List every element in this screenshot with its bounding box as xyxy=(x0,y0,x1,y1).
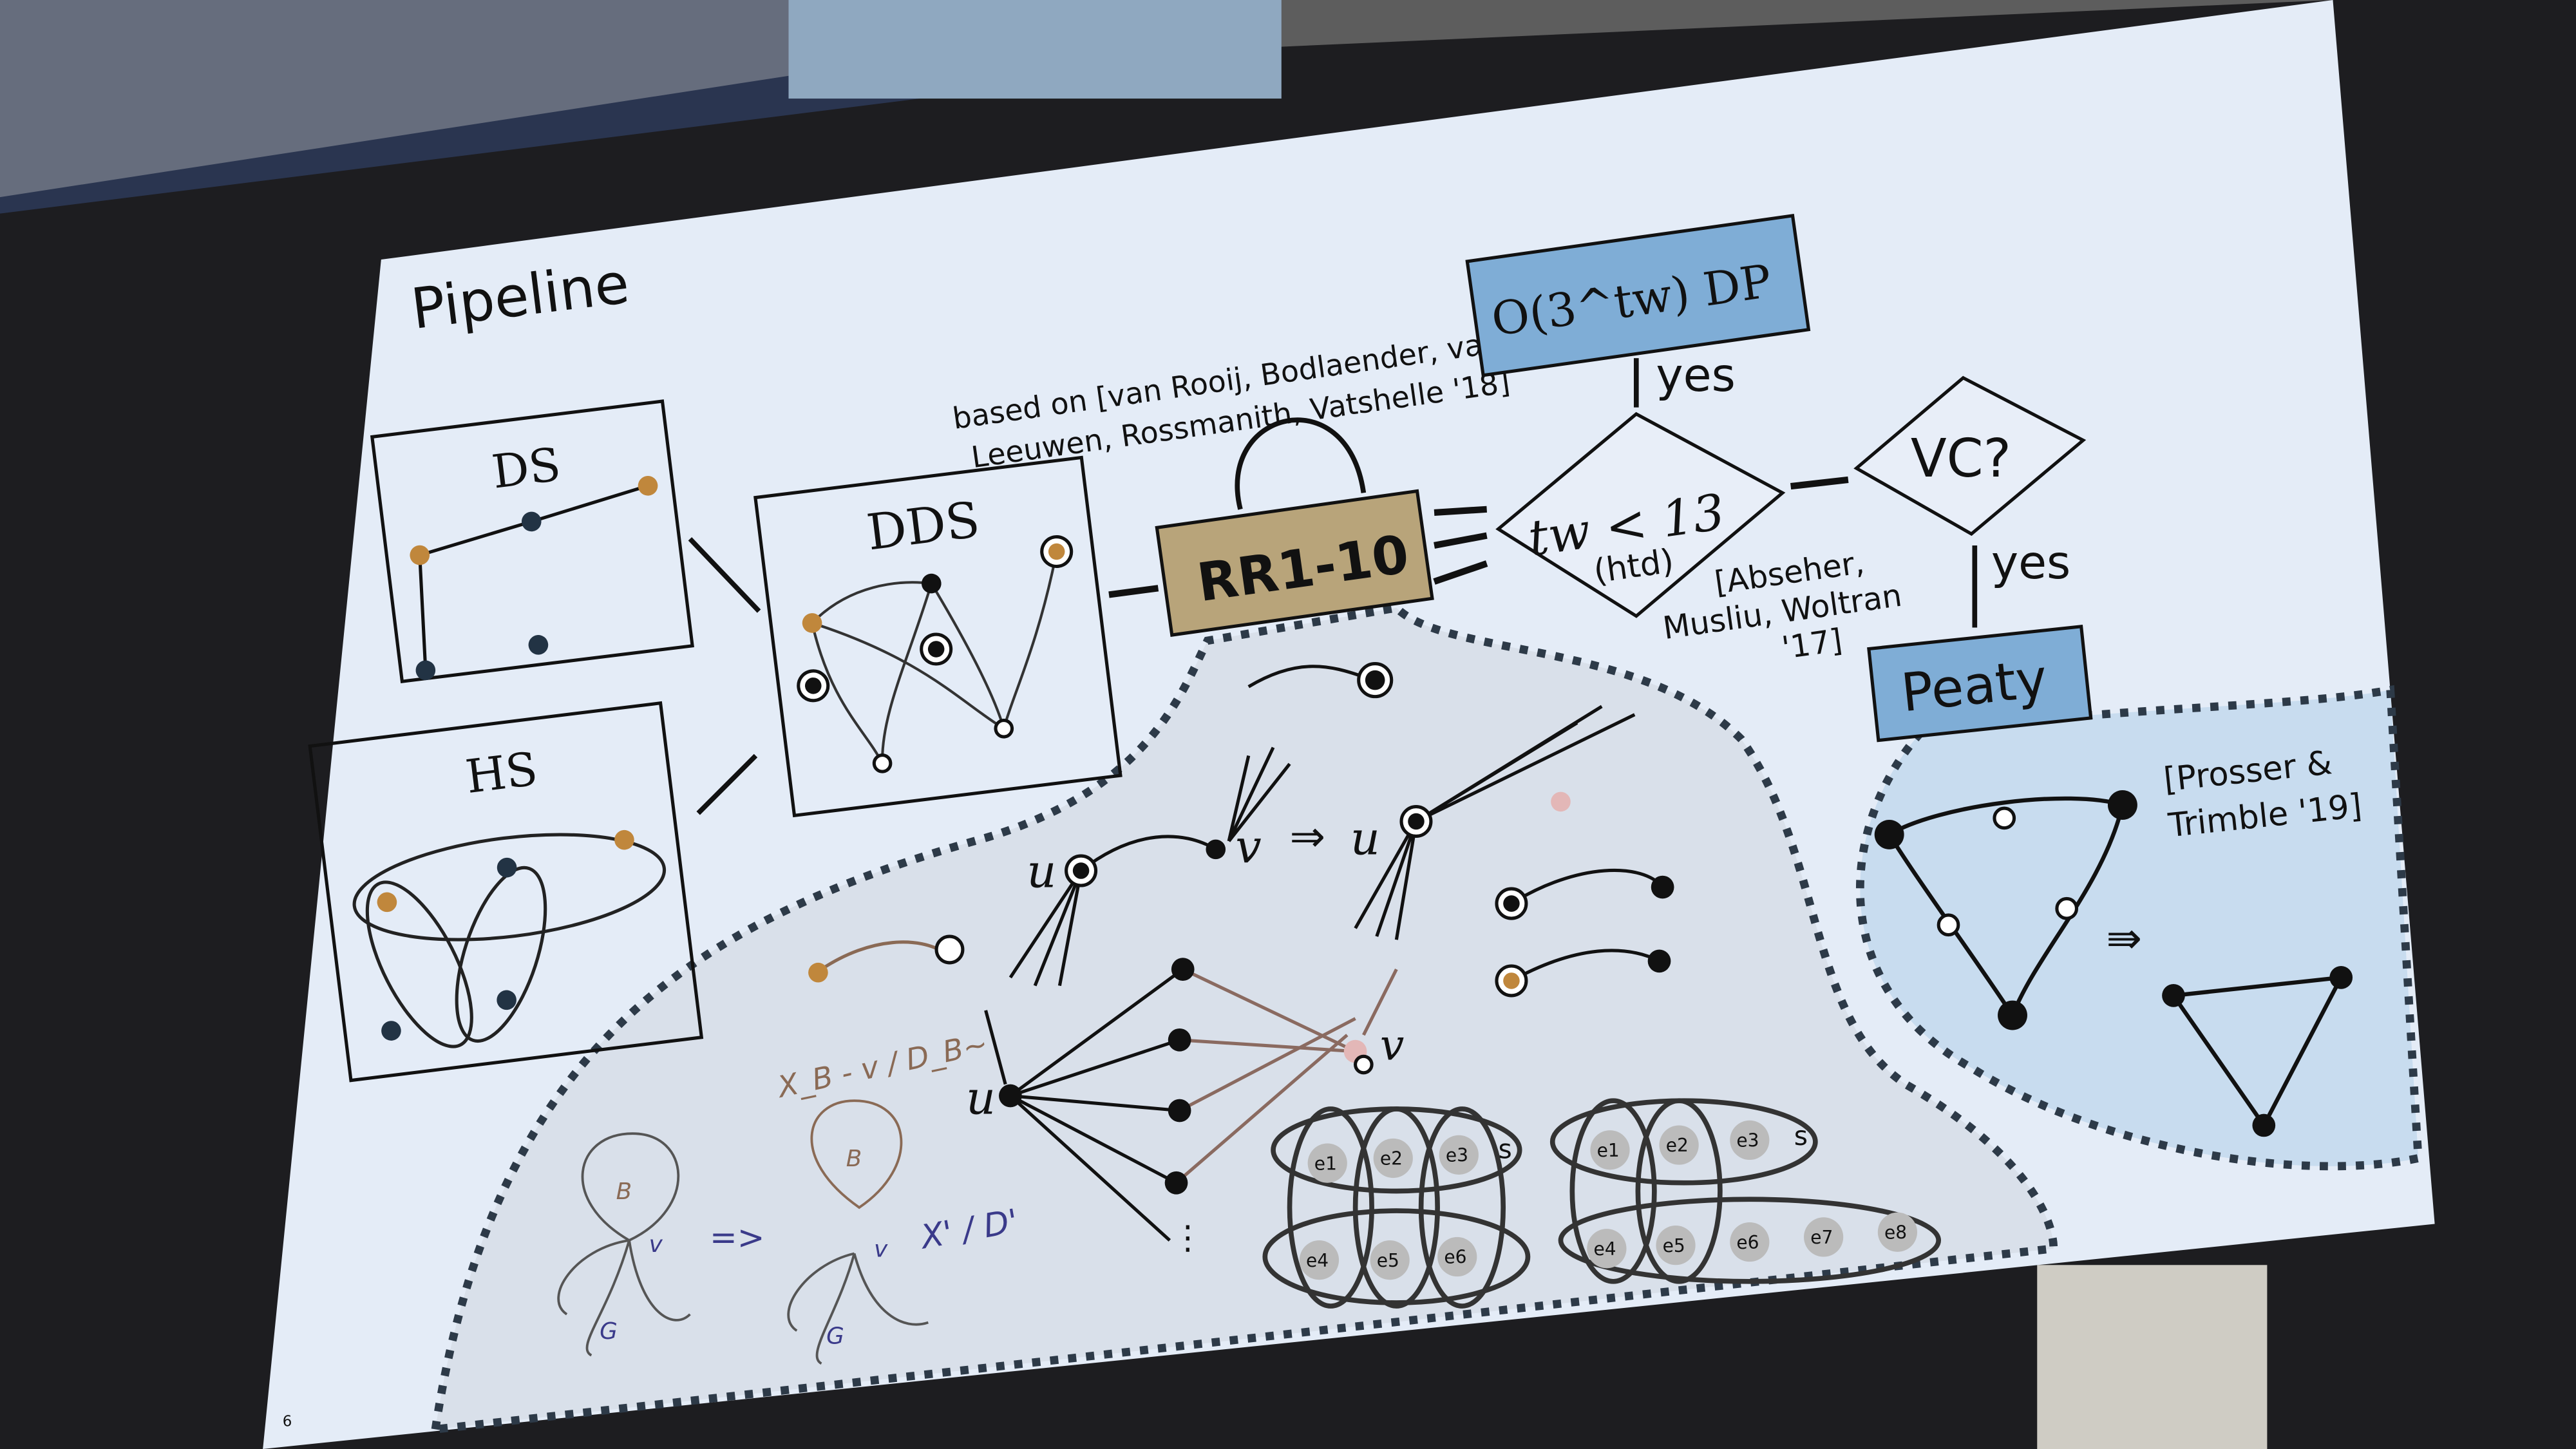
rule-illustrations xyxy=(820,665,1664,1242)
rr-box: RR1-10 xyxy=(1155,489,1434,637)
arrow xyxy=(1790,476,1849,490)
dds-box: DDS xyxy=(753,455,1122,818)
tw-decision xyxy=(1495,412,1786,618)
arrow xyxy=(1108,585,1159,598)
page-number: 6 xyxy=(283,1413,292,1430)
stand xyxy=(2037,1265,2268,1449)
dp-box: O(3^tw) DP xyxy=(1465,214,1811,377)
element-label: e7 xyxy=(1810,1227,1833,1248)
ds-vertex xyxy=(528,635,549,655)
ellipsis: ⋮ xyxy=(1171,1219,1204,1257)
handwritten-v: v xyxy=(874,1236,888,1263)
vertex-u-label: u xyxy=(966,1072,996,1125)
element-label: e3 xyxy=(1446,1145,1468,1166)
element-label: e1 xyxy=(1314,1153,1337,1174)
arrow xyxy=(696,753,758,815)
yes-label: yes xyxy=(1656,348,1735,402)
element-label: e2 xyxy=(1666,1135,1689,1156)
projector xyxy=(788,0,1282,99)
element-label: e6 xyxy=(1444,1247,1466,1268)
element-label: e3 xyxy=(1736,1130,1759,1151)
handwritten-implies: => xyxy=(710,1219,765,1257)
ds-label: DS xyxy=(489,437,563,498)
ceiling-banner xyxy=(0,0,920,214)
ds-vertex xyxy=(638,475,658,496)
vertex-u-label: u xyxy=(1027,845,1056,898)
arrow xyxy=(688,537,761,613)
handwritten-b: B xyxy=(846,1146,862,1172)
handwritten-b: B xyxy=(616,1179,632,1205)
handwritten-g: G xyxy=(600,1318,618,1345)
vc-decision xyxy=(1853,375,2087,536)
hs-label: HS xyxy=(463,742,540,804)
arrows-to-tw xyxy=(1433,506,1488,585)
implies-arrow: ⇛ xyxy=(2106,913,2142,963)
vertex-v-label: v xyxy=(1235,820,1261,873)
element-label: e1 xyxy=(1597,1140,1620,1161)
element-label: e4 xyxy=(1306,1250,1329,1271)
reduction-rules-region xyxy=(430,603,2058,1434)
ds-box: DS xyxy=(370,399,694,684)
peaty-box: Peaty xyxy=(1867,625,2093,743)
vertex-u-label: u xyxy=(1350,812,1380,866)
ds-vertex xyxy=(415,660,436,681)
ceiling-beam xyxy=(0,0,2333,198)
vertex-v-label: v xyxy=(1380,1019,1404,1070)
citation-abseher: '17] xyxy=(1779,622,1844,667)
element-label: e6 xyxy=(1736,1232,1759,1253)
handwritten-v: v xyxy=(649,1231,663,1258)
handwritten-g: G xyxy=(826,1323,844,1350)
hs-box: HS xyxy=(308,701,704,1083)
loop-arrow xyxy=(1235,417,1367,510)
ds-vertex xyxy=(521,511,542,532)
element-label: e2 xyxy=(1380,1148,1403,1170)
element-label: e5 xyxy=(1377,1250,1399,1271)
vc-label: VC? xyxy=(1911,428,2011,489)
ds-vertex xyxy=(410,545,430,565)
set-label: s xyxy=(1499,1133,1512,1164)
element-label: e8 xyxy=(1884,1222,1907,1243)
implies-arrow: ⇒ xyxy=(1290,811,1326,861)
handwritten-sketch xyxy=(557,1099,929,1365)
set-cover-illustration xyxy=(1262,1098,1942,1309)
peaty-label: Peaty xyxy=(1899,648,2050,724)
element-label: e5 xyxy=(1663,1235,1685,1256)
set-label: s xyxy=(1794,1121,1808,1151)
element-label: e4 xyxy=(1593,1238,1616,1260)
yes-label-vc: yes xyxy=(1991,536,2070,589)
dds-label: DDS xyxy=(864,491,983,562)
